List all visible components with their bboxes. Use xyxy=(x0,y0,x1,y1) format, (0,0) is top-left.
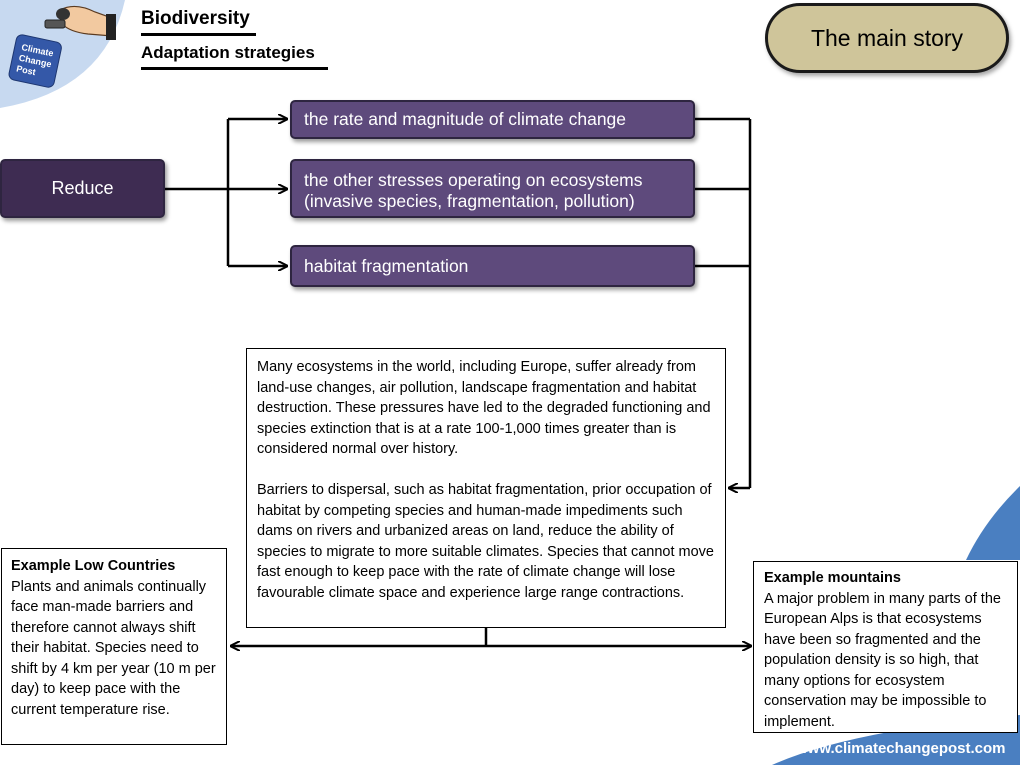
target-label-2: the other stresses operating on ecosyste… xyxy=(304,170,643,190)
explanation-paragraph-2: Barriers to dispersal, such as habitat f… xyxy=(257,482,714,601)
explanation-box: Many ecosystems in the world, including … xyxy=(246,348,726,628)
target-label-1: the rate and magnitude of climate change xyxy=(304,109,627,129)
target-label-2-detail: (invasive species, fragmentation, pollut… xyxy=(304,191,635,211)
target-node-habitat-fragmentation: habitat fragmentation xyxy=(290,245,695,287)
example-mountains-box: Example mountains A major problem in man… xyxy=(753,561,1018,733)
hand-icon xyxy=(44,5,116,40)
footer-corner-wedge xyxy=(966,486,1020,560)
example-low-countries-box: Example Low Countries Plants and animals… xyxy=(1,548,227,745)
example-low-countries-heading: Example Low Countries xyxy=(11,558,176,574)
page-subtitle: Adaptation strategies xyxy=(141,43,315,62)
explanation-paragraph-1: Many ecosystems in the world, including … xyxy=(257,359,711,457)
target-node-climate-change: the rate and magnitude of climate change xyxy=(290,100,695,139)
target-node-other-stresses: the other stresses operating on ecosyste… xyxy=(290,159,695,218)
reduce-node: Reduce xyxy=(0,159,165,218)
subtitle-underline xyxy=(141,67,328,70)
main-story-button[interactable]: The main story xyxy=(765,3,1009,73)
example-low-countries-body: Plants and animals continually face man-… xyxy=(11,578,216,718)
title-underline xyxy=(141,33,256,36)
logo-corner: Climate Change Post xyxy=(0,0,125,108)
example-mountains-heading: Example mountains xyxy=(764,570,901,586)
logo-text-post: Post xyxy=(15,63,36,77)
climate-change-post-logo: Climate Change Post xyxy=(8,34,62,88)
footer-url-link[interactable]: www.climatechangepost.com xyxy=(796,740,1006,757)
target-label-3: habitat fragmentation xyxy=(304,255,469,276)
example-mountains-body: A major problem in many parts of the Eur… xyxy=(764,590,1001,730)
page-title: Biodiversity xyxy=(141,8,250,29)
reduce-label: Reduce xyxy=(51,178,114,198)
